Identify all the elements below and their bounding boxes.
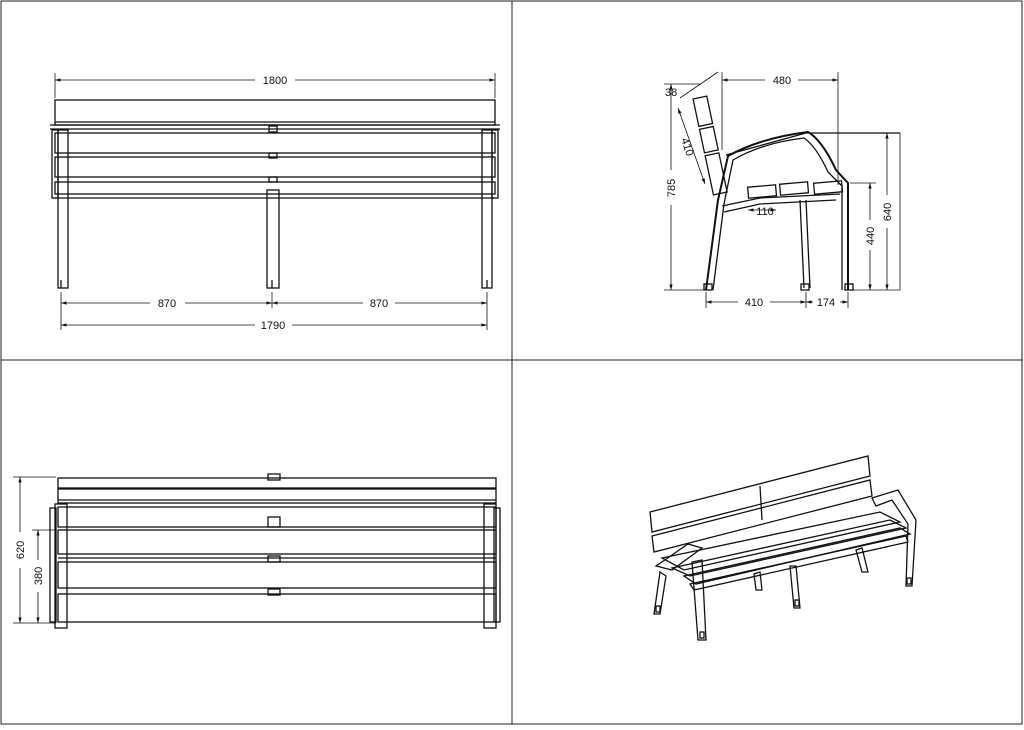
dim-slat-width: 110 bbox=[756, 206, 774, 218]
top-view: 620 380 bbox=[13, 473, 501, 629]
iso-leg-center bbox=[789, 565, 801, 609]
top-slat-3 bbox=[57, 561, 497, 589]
dim-leg-span-right: 870 bbox=[370, 298, 388, 310]
iso-backrest-slat bbox=[651, 479, 873, 553]
dim-leg-span-left: 870 bbox=[158, 298, 176, 310]
front-slat-1 bbox=[54, 132, 496, 154]
front-leg-left bbox=[57, 129, 69, 289]
dim-depth-top: 480 bbox=[773, 75, 791, 87]
iso-armrest-left bbox=[654, 543, 704, 571]
side-view: 480 38 410 785 640 440 110 410 bbox=[664, 71, 901, 309]
dim-seat-height: 440 bbox=[865, 227, 877, 245]
iso-leg-rear-left bbox=[653, 570, 667, 615]
front-slat-2 bbox=[54, 156, 496, 178]
dim-armrest-height: 640 bbox=[882, 203, 894, 221]
front-view: 1800 870 870 1790 bbox=[50, 73, 500, 332]
iso-seat-slat-2 bbox=[682, 527, 912, 585]
iso-leg-front-left bbox=[691, 559, 707, 641]
dim-leg-total: 1790 bbox=[261, 320, 285, 332]
dim-overall-width: 1800 bbox=[263, 75, 287, 87]
dim-backrest-length: 410 bbox=[678, 136, 695, 157]
dim-seat-depth: 380 bbox=[33, 567, 45, 585]
iso-armrest-right bbox=[871, 489, 917, 587]
top-slat-4 bbox=[57, 593, 497, 623]
top-backrest-top bbox=[57, 477, 497, 489]
dim-base-front: 174 bbox=[817, 297, 835, 309]
front-backrest bbox=[54, 99, 496, 126]
front-leg-center bbox=[266, 189, 280, 289]
front-leg-right bbox=[481, 129, 493, 289]
dim-overall-height: 785 bbox=[666, 179, 678, 197]
side-armrest bbox=[725, 132, 900, 156]
top-slat-2 bbox=[57, 529, 497, 555]
top-backrest bbox=[57, 488, 497, 504]
iso-backrest-top-slat bbox=[649, 455, 871, 533]
front-seat-edge bbox=[54, 181, 496, 195]
dim-depth-total: 620 bbox=[15, 541, 27, 559]
isometric-view bbox=[649, 455, 917, 641]
dim-base-rear: 410 bbox=[745, 297, 763, 309]
